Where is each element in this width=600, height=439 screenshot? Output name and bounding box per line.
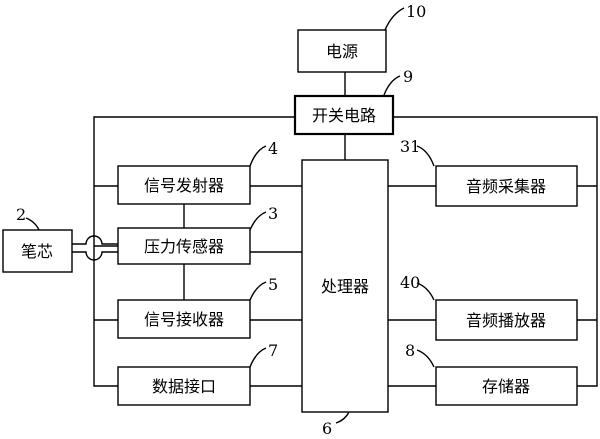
ref-memory: 8 xyxy=(405,341,415,360)
block-audio-collector: 音频采集器 xyxy=(435,165,578,207)
reference-numerals: 10 9 4 3 5 7 31 40 8 6 2 xyxy=(16,2,426,438)
box-audio-player xyxy=(435,299,578,341)
block-processor: 处理器 xyxy=(301,159,389,413)
leader-4 xyxy=(249,145,267,167)
block-memory: 存储器 xyxy=(435,366,578,406)
label-pressure-sensor: 压力传感器 xyxy=(144,237,224,256)
label-audio-player: 音频播放器 xyxy=(466,311,546,330)
block-audio-player: 音频播放器 xyxy=(435,299,578,341)
wire-pen-sensor-bottom xyxy=(72,251,118,261)
leader-3 xyxy=(249,211,267,231)
leader-9 xyxy=(383,75,401,96)
wire-right-bus xyxy=(393,116,598,387)
box-pen-core xyxy=(2,229,73,273)
leader-31 xyxy=(416,145,435,167)
block-pressure-sensor: 压力传感器 xyxy=(117,227,251,265)
block-data-interface: 数据接口 xyxy=(117,366,251,406)
leader-8 xyxy=(416,349,435,368)
box-pressure-sensor xyxy=(117,227,251,265)
ref-pen-core: 2 xyxy=(16,205,26,224)
connection-lines xyxy=(72,72,598,387)
box-memory xyxy=(435,366,578,406)
wire-left-bus xyxy=(93,116,295,387)
label-processor: 处理器 xyxy=(321,277,369,296)
box-processor xyxy=(301,159,389,413)
ref-audio-collector: 31 xyxy=(400,137,420,156)
ref-signal-receiver: 5 xyxy=(268,275,278,294)
leader-7 xyxy=(249,347,267,368)
box-signal-receiver xyxy=(117,299,251,339)
ref-signal-transmitter: 4 xyxy=(268,139,278,158)
ref-pressure-sensor: 3 xyxy=(268,204,278,223)
label-data-interface: 数据接口 xyxy=(152,377,216,396)
label-audio-collector: 音频采集器 xyxy=(466,177,546,196)
leader-40 xyxy=(416,282,435,301)
leader-10 xyxy=(384,7,405,31)
label-signal-receiver: 信号接收器 xyxy=(144,310,224,329)
ref-power: 10 xyxy=(406,2,426,21)
box-data-interface xyxy=(117,366,251,406)
box-audio-collector xyxy=(435,165,578,207)
block-switch-circuit: 开关电路 xyxy=(293,94,395,136)
ref-data-interface: 7 xyxy=(268,341,278,360)
box-switch-circuit xyxy=(293,94,395,136)
block-signal-receiver: 信号接收器 xyxy=(117,299,251,339)
wire-pen-sensor-top xyxy=(72,235,118,245)
ref-audio-player: 40 xyxy=(400,273,420,292)
leader-6 xyxy=(335,411,350,424)
box-power xyxy=(297,29,387,73)
label-switch-circuit: 开关电路 xyxy=(312,106,376,125)
ref-switch-circuit: 9 xyxy=(403,67,413,86)
leader-5 xyxy=(249,281,267,301)
reference-leaders xyxy=(25,7,435,424)
box-signal-transmitter xyxy=(117,165,251,205)
ref-processor: 6 xyxy=(322,419,332,438)
label-signal-transmitter: 信号发射器 xyxy=(144,176,224,195)
label-memory: 存储器 xyxy=(482,377,530,396)
label-pen-core: 笔芯 xyxy=(21,242,53,261)
block-pen-core: 笔芯 xyxy=(2,229,73,273)
block-signal-transmitter: 信号发射器 xyxy=(117,165,251,205)
block-power: 电源 xyxy=(297,29,387,73)
label-power: 电源 xyxy=(326,42,358,61)
